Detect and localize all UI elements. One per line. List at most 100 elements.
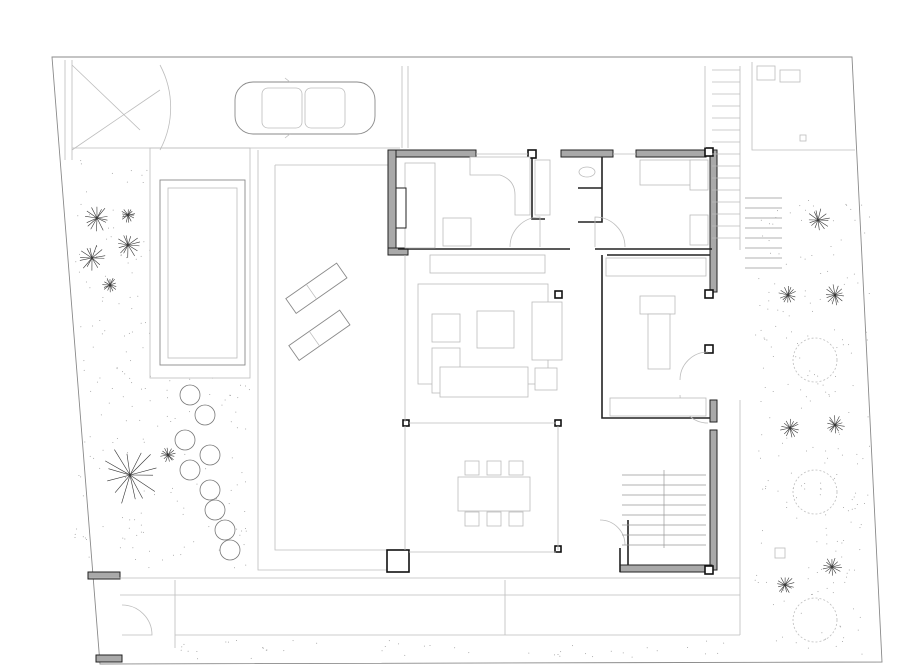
stipple-dot xyxy=(89,455,91,457)
stipple-dot xyxy=(141,174,143,176)
stipple-dot xyxy=(855,492,857,494)
stipple-dot xyxy=(404,654,406,656)
tree-branch xyxy=(165,454,169,463)
stipple-dot xyxy=(154,494,156,496)
stipple-dot xyxy=(554,654,556,656)
stipple-dot xyxy=(859,549,861,551)
tree-branch xyxy=(129,454,151,476)
stepping-stone xyxy=(204,499,226,521)
trees xyxy=(79,206,845,593)
tree-branch xyxy=(167,452,176,456)
tree-branch xyxy=(826,294,836,298)
tree-branch xyxy=(784,584,792,589)
stipple-dot xyxy=(826,543,828,545)
stipple-dot xyxy=(78,474,80,476)
tree-branch xyxy=(129,474,143,499)
stipple-dot xyxy=(113,227,115,229)
stipple-dot xyxy=(765,488,767,490)
tree-branch xyxy=(834,424,839,432)
stipple-dot xyxy=(90,390,92,392)
stipple-dot xyxy=(783,589,785,591)
stipple-dot xyxy=(131,405,133,407)
stipple-dot xyxy=(92,325,94,327)
stipple-dot xyxy=(811,310,813,312)
stipple-dot xyxy=(768,291,770,293)
tree-branch xyxy=(86,217,98,223)
stipple-dot xyxy=(777,309,779,311)
tree-branch xyxy=(834,416,840,426)
stipple-dot xyxy=(250,657,252,659)
stipple-dot xyxy=(850,352,852,354)
stipple-dot xyxy=(243,544,245,546)
stipple-dot xyxy=(817,591,819,593)
stipple-dot xyxy=(804,290,806,292)
stipple-dot xyxy=(867,494,869,496)
stipple-dot xyxy=(162,559,164,561)
stipple-dot xyxy=(755,334,757,336)
stipple-dot xyxy=(74,533,76,535)
stipple-dot xyxy=(124,538,126,540)
stipple-dot xyxy=(135,558,137,560)
stipple-dot xyxy=(131,308,133,310)
stipple-dot xyxy=(121,517,123,519)
tree-symbol xyxy=(808,208,830,231)
stipple-dot xyxy=(120,254,122,256)
stipple-dot xyxy=(169,380,171,382)
stipple-dot xyxy=(833,254,835,256)
stipple-dot xyxy=(116,368,118,370)
stipple-dot xyxy=(859,527,861,529)
stipple-dot xyxy=(205,468,207,470)
stipple-dot xyxy=(129,377,131,379)
stipple-dot xyxy=(814,374,816,376)
stipple-dot xyxy=(807,335,809,337)
tree-branch xyxy=(127,244,135,257)
stipple-dot xyxy=(869,445,871,447)
stipple-dot xyxy=(836,540,838,542)
stipple-dot xyxy=(820,272,822,274)
stipple-dot xyxy=(856,504,858,506)
stipple-dot xyxy=(778,455,780,457)
stipple-dot xyxy=(826,534,828,536)
stepping-stone xyxy=(179,459,201,481)
stipple-dot xyxy=(560,651,562,653)
stipple-dot xyxy=(856,463,858,465)
tree-branch xyxy=(91,257,101,265)
tree-branch xyxy=(96,209,102,219)
stipple-dot xyxy=(245,428,247,430)
stipple-dot xyxy=(241,472,243,474)
stipple-dot xyxy=(862,458,864,460)
stepping-stones xyxy=(174,384,241,561)
stipple-dot xyxy=(800,389,802,391)
stipple-dot xyxy=(841,454,843,456)
stipple-dot xyxy=(120,255,122,257)
tree-branch xyxy=(86,257,93,267)
stipple-dot xyxy=(809,302,811,304)
stipple-dot xyxy=(808,567,810,569)
stipple-dot xyxy=(77,215,79,217)
tree-branch xyxy=(787,294,795,301)
tree-branch xyxy=(127,214,135,219)
stipple-dot xyxy=(836,474,838,476)
tree-branch xyxy=(164,448,169,456)
tree-branch xyxy=(828,566,833,574)
entrance-gate xyxy=(64,60,409,160)
stipple-dot xyxy=(782,442,784,444)
tree-branch xyxy=(91,257,99,268)
stipple-dot xyxy=(786,437,788,439)
stipple-dot xyxy=(839,625,841,627)
stipple-dot xyxy=(841,339,843,341)
tree-branch xyxy=(829,424,836,431)
tree-branch xyxy=(834,424,843,431)
tree-branch xyxy=(785,420,791,429)
tree-branch xyxy=(127,241,141,246)
stipple-dot xyxy=(106,280,108,282)
stipple-dot xyxy=(128,527,130,529)
stipple-dot xyxy=(758,278,760,280)
stipple-dot xyxy=(825,514,827,516)
tree-branch xyxy=(783,422,791,429)
stipple-dot xyxy=(776,210,778,212)
stipple-dot xyxy=(786,501,788,503)
stipple-dot xyxy=(229,394,231,396)
stipple-dot xyxy=(116,438,118,440)
